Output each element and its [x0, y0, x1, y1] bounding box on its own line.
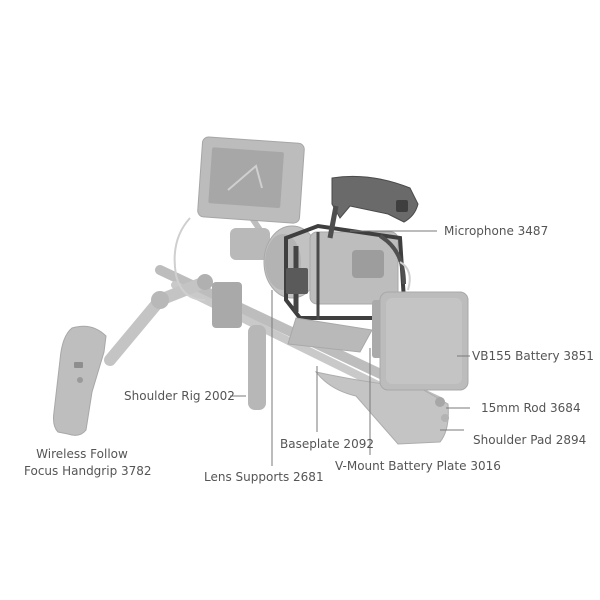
- label-microphone: Microphone 3487: [444, 224, 549, 238]
- label-15mm-rod: 15mm Rod 3684: [481, 401, 581, 415]
- label-wireless-follow-focus-handgrip: Wireless Follow Focus Handgrip 3782: [24, 446, 152, 480]
- rig-parts: [53, 136, 469, 445]
- label-baseplate: Baseplate 2092: [280, 437, 374, 451]
- baseplate-shape: [287, 317, 373, 353]
- leader-lines: [230, 230, 470, 466]
- label-shoulder-pad: Shoulder Pad 2894: [473, 433, 587, 447]
- top-handle-shape: [331, 175, 419, 223]
- label-shoulder-rig: Shoulder Rig 2002: [124, 389, 235, 403]
- label-vmount-battery-plate: V-Mount Battery Plate 3016: [335, 459, 501, 473]
- label-handgrip-line1: Wireless Follow: [36, 447, 128, 461]
- label-lens-supports: Lens Supports 2681: [204, 470, 324, 484]
- label-handgrip-line2: Focus Handgrip 3782: [24, 464, 152, 478]
- label-vb155-battery: VB155 Battery 3851: [472, 349, 594, 363]
- shoulder-rig-post: [248, 325, 266, 410]
